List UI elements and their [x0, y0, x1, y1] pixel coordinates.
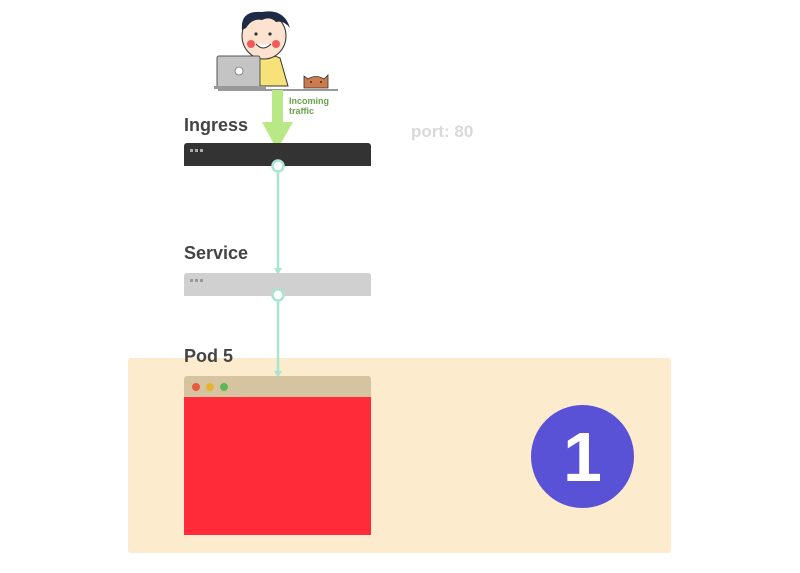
incoming-traffic-arrow	[262, 90, 293, 150]
pod-label: Pod 5	[184, 346, 234, 366]
pod-window-body	[184, 397, 371, 535]
step-number-badge: 1	[531, 405, 634, 508]
user-with-laptop-icon	[214, 11, 338, 91]
pod-window-header	[184, 376, 371, 397]
incoming-traffic-line1: Incoming	[289, 96, 329, 106]
minimize-dot-icon	[206, 383, 214, 391]
maximize-dot-icon	[220, 383, 228, 391]
incoming-traffic-label: Incoming traffic	[289, 96, 329, 116]
ingress-bar	[184, 143, 371, 166]
service-bar	[184, 273, 371, 296]
service-bar-dots	[190, 279, 203, 282]
pod-window	[184, 376, 371, 535]
connector-arrowhead	[274, 268, 282, 275]
close-dot-icon	[192, 383, 200, 391]
port-label: port: 80	[411, 122, 474, 141]
service-label: Service	[184, 243, 249, 263]
ingress-bar-dots	[190, 149, 203, 152]
incoming-traffic-line2: traffic	[289, 106, 315, 116]
ingress-label: Ingress	[184, 115, 249, 135]
connector-arrowhead	[274, 371, 282, 378]
cat-icon	[303, 74, 329, 89]
